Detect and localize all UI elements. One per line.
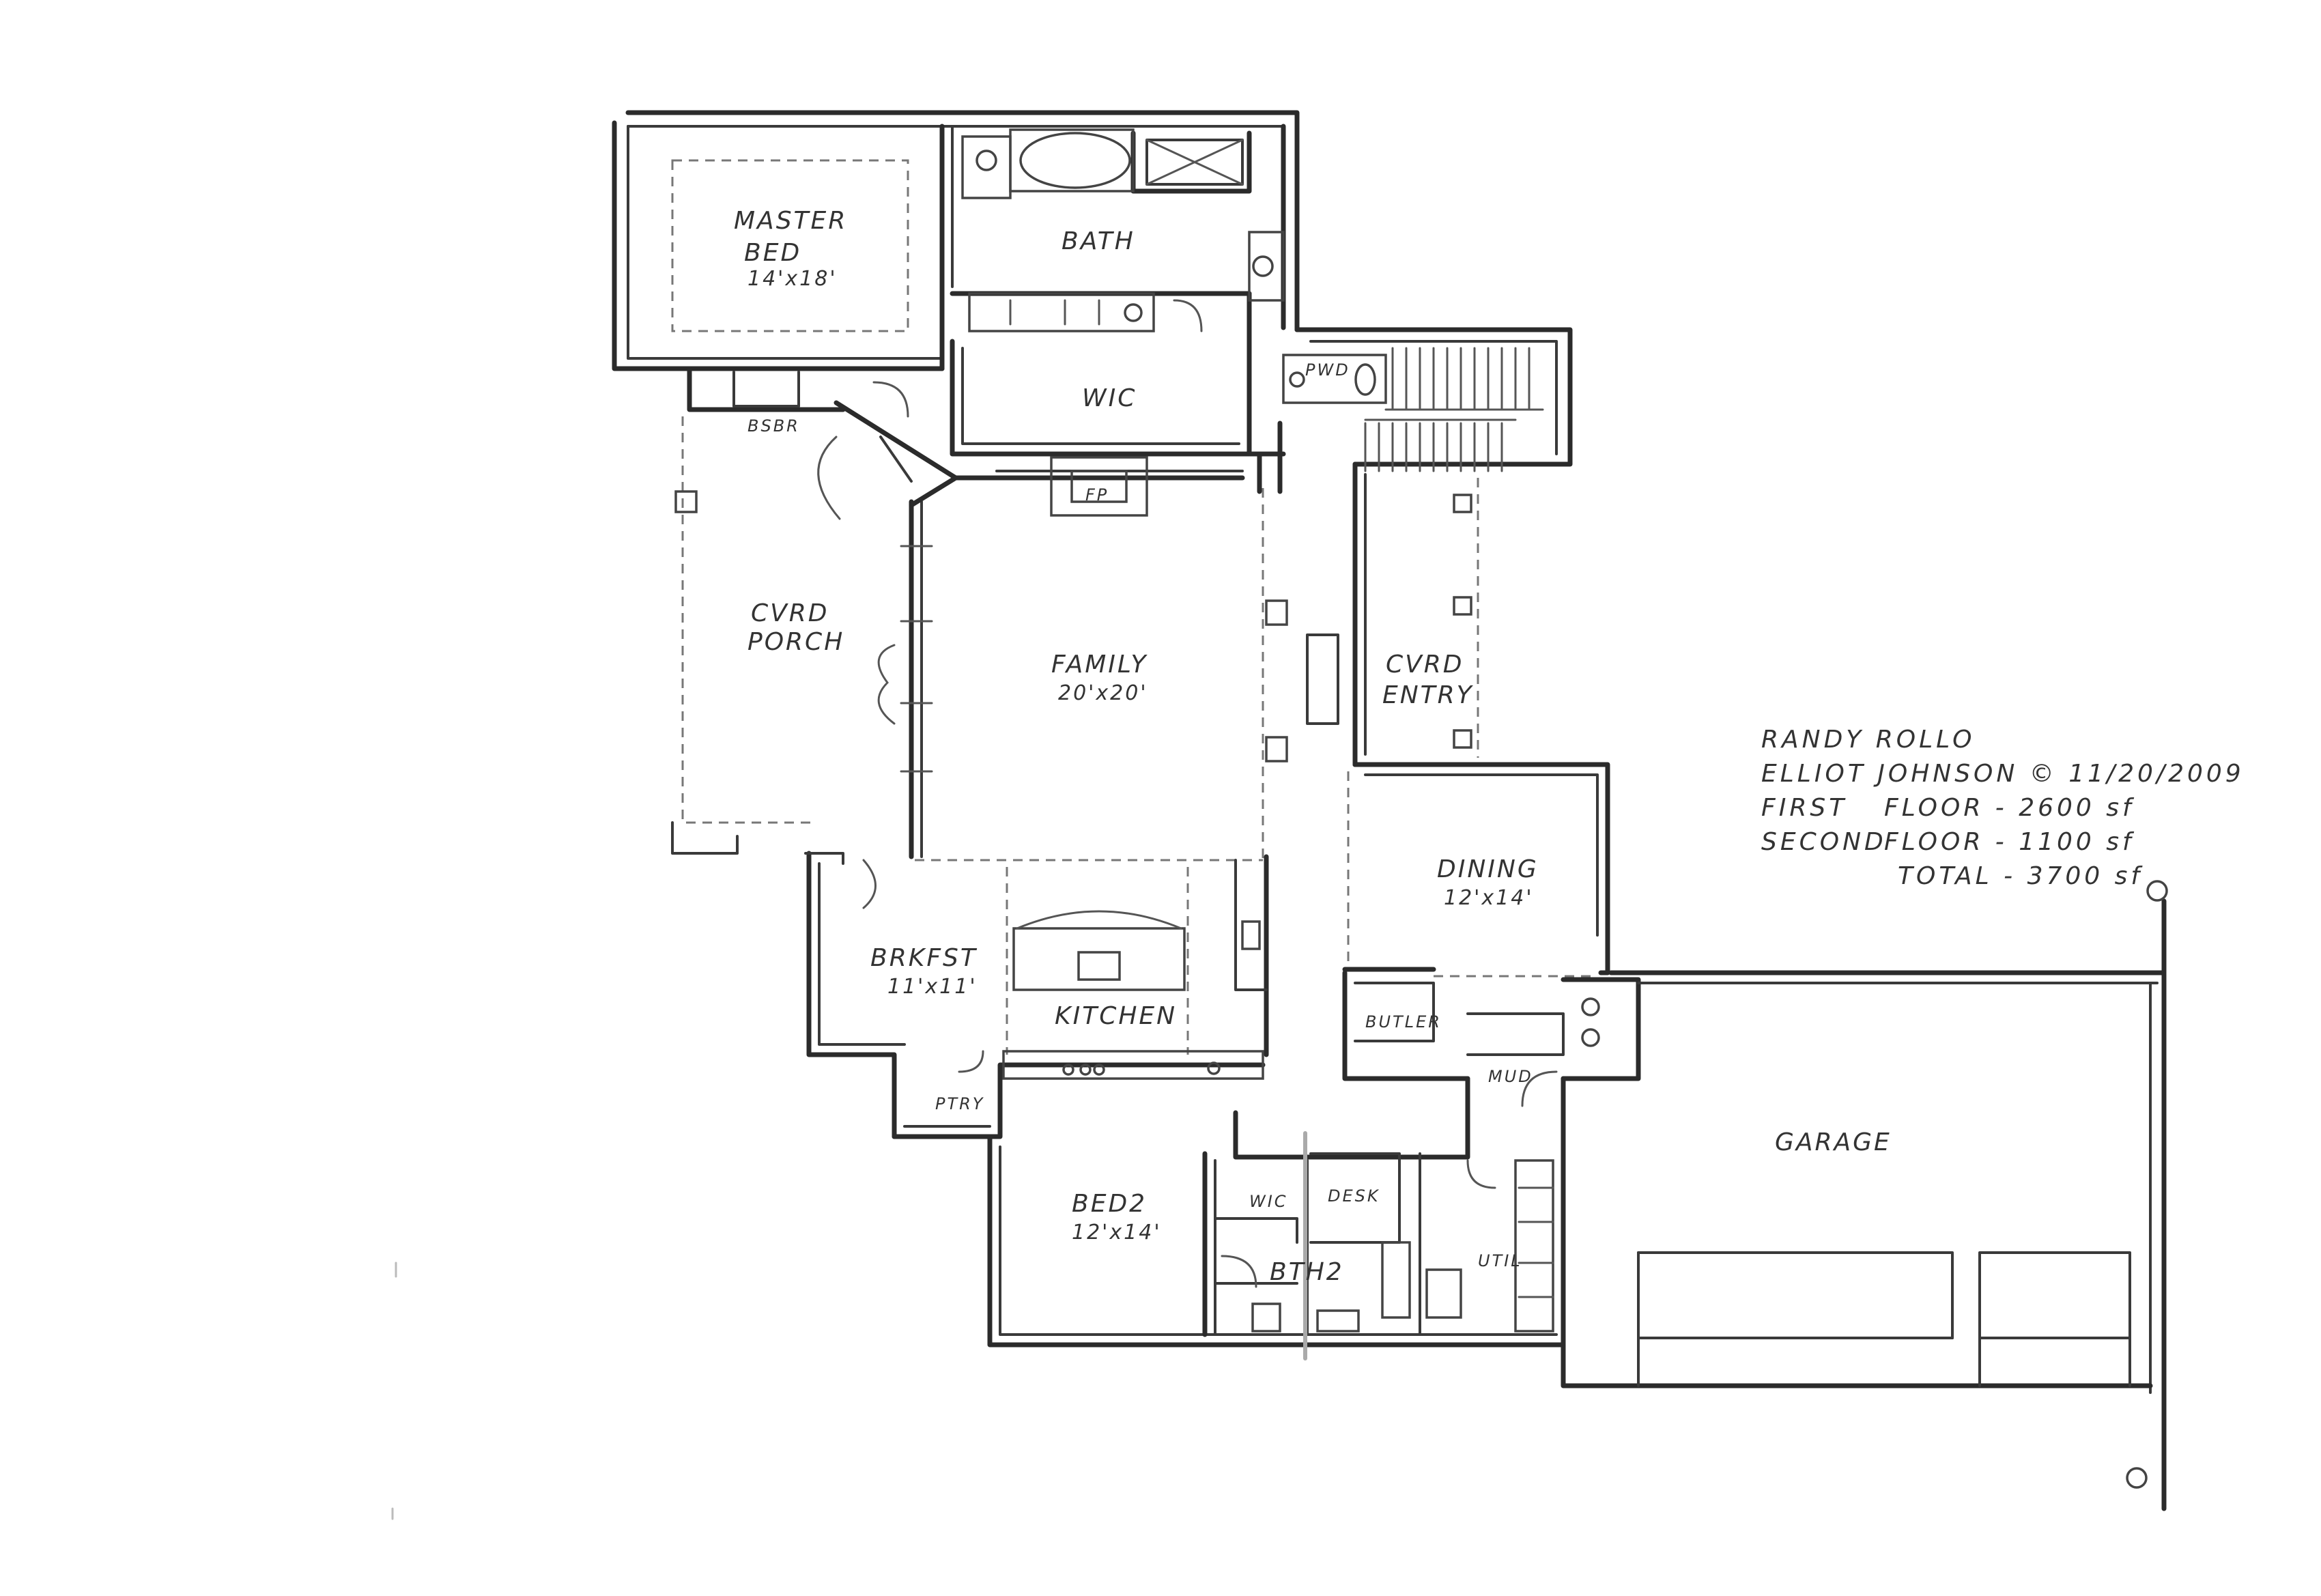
second-floor-area: FLOOR - 1100 sf <box>1884 828 2135 856</box>
brkfst-label: BRKFST <box>870 944 978 972</box>
kitchen-island <box>1012 927 1186 991</box>
vanity-counter <box>968 292 1155 332</box>
mud-label: MUD <box>1488 1067 1533 1086</box>
butler-label: BUTLER <box>1365 1012 1442 1031</box>
porch-post <box>674 490 698 513</box>
refrigerator <box>1241 920 1261 950</box>
ptry-label: PTRY <box>935 1094 984 1113</box>
room-labels: MASTER BED 14'x18' BATH WIC PWD BSBR FP … <box>734 207 1892 1286</box>
kitchen-label: KITCHEN <box>1055 1002 1177 1030</box>
dining-label: DINING <box>1437 855 1539 883</box>
porch-door-swing <box>817 436 841 520</box>
bth2-sink <box>1316 1309 1360 1333</box>
bth2-toilet <box>1251 1302 1281 1333</box>
burner <box>1079 1064 1092 1076</box>
pwd-toilet <box>1354 363 1376 396</box>
toilet-fixture <box>976 149 997 171</box>
family-label: FAMILY <box>1051 651 1148 679</box>
burner <box>1062 1064 1074 1076</box>
stair-treads <box>1364 347 1544 472</box>
bth2-door-swing <box>1221 1255 1257 1288</box>
pwd-label: PWD <box>1305 360 1350 380</box>
wic-label: WIC <box>1082 384 1137 412</box>
stair-walls <box>1247 327 1573 767</box>
first-floor-label: FIRST <box>1761 794 1847 822</box>
scan-marks <box>391 1262 397 1520</box>
fireplace <box>1050 456 1148 517</box>
kitchen-sink <box>1207 1061 1221 1075</box>
cvrd-entry-label: CVRD <box>1386 651 1464 679</box>
first-floor-area: FLOOR - 2600 sf <box>1884 794 2135 822</box>
bth2-label: BTH2 <box>1270 1258 1344 1286</box>
desk-label: DESK <box>1328 1186 1380 1206</box>
powder-room <box>1282 354 1387 404</box>
util-door-swing <box>1466 1159 1496 1189</box>
entry-post-3 <box>1453 729 1472 749</box>
wic-door-swing <box>1173 299 1203 332</box>
family-window-post <box>1265 599 1288 626</box>
entry-post-2 <box>1453 596 1472 616</box>
island-curve <box>1016 910 1182 930</box>
bath-label: BATH <box>1062 227 1135 255</box>
garage-walls <box>1561 898 2167 1511</box>
bed2-label: BED2 <box>1072 1190 1147 1218</box>
wic2-label: WIC <box>1249 1192 1288 1211</box>
family-window-post-2 <box>1265 736 1288 763</box>
cvrd-porch-label-2: PORCH <box>747 628 844 656</box>
bth2-tub <box>1381 1241 1411 1319</box>
kitchen-counter <box>1002 1050 1264 1080</box>
wc-compartment <box>961 135 1012 199</box>
brkfst-door-swing <box>862 859 877 909</box>
pwd-sink <box>1289 371 1305 388</box>
dryer <box>1581 1028 1600 1047</box>
porch-walls <box>671 366 958 859</box>
bed2-dim: 12'x14' <box>1072 1221 1162 1244</box>
island-sink <box>1077 951 1121 981</box>
garage-marker <box>2126 1467 2148 1489</box>
cvrd-porch-label: CVRD <box>751 599 829 627</box>
cvrd-entry-label-2: ENTRY <box>1382 681 1474 709</box>
entry-post <box>1453 494 1472 513</box>
porch-door-swing-2 <box>872 381 909 418</box>
sink-fixture <box>1252 255 1274 277</box>
second-floor-label: SECOND <box>1761 828 1887 856</box>
burner <box>1093 1064 1105 1076</box>
dining-walls <box>1342 762 1610 978</box>
fireplace-hearth <box>1070 470 1128 503</box>
bed2-walls <box>987 1076 1566 1348</box>
north-arrow <box>2146 880 2168 902</box>
bsbr-label: BSBR <box>747 416 800 436</box>
title-block: RANDY ROLLO ELLIOT JOHNSON © 11/20/2009 … <box>1761 726 2245 890</box>
total-area: TOTAL - 3700 sf <box>1898 862 2143 890</box>
util-label: UTIL <box>1478 1251 1522 1270</box>
util-cabinet <box>1425 1268 1462 1319</box>
designer-name: RANDY ROLLO <box>1761 726 1975 754</box>
kitchen-walls <box>804 851 1269 1139</box>
master-bed-label: MASTER <box>734 207 847 235</box>
vanity-sink <box>1124 303 1143 322</box>
dining-dim: 12'x14' <box>1444 886 1534 910</box>
tub-surround <box>1009 128 1135 193</box>
master-wing-walls <box>612 110 1300 457</box>
util-counter <box>1514 1159 1554 1333</box>
ptry-door-swing <box>958 1050 984 1073</box>
french-door-swing <box>877 644 896 725</box>
family-dim: 20'x20' <box>1058 681 1148 705</box>
bathtub <box>1019 132 1131 189</box>
brkfst-dim: 11'x11' <box>887 975 978 999</box>
master-bed-dim: 14'x18' <box>747 267 838 291</box>
bed-outline <box>671 159 909 332</box>
washer <box>1581 997 1600 1016</box>
client-copyright: ELLIOT JOHNSON © 11/20/2009 <box>1761 760 2245 788</box>
vanity <box>1248 231 1285 302</box>
entry-walls <box>1306 478 1481 767</box>
fp-label: FP <box>1085 485 1109 504</box>
master-bed-label-2: BED <box>744 239 801 267</box>
garage-label: GARAGE <box>1775 1128 1892 1156</box>
mud-door-swing <box>1521 1070 1558 1107</box>
butler-walls <box>1342 970 1641 1081</box>
